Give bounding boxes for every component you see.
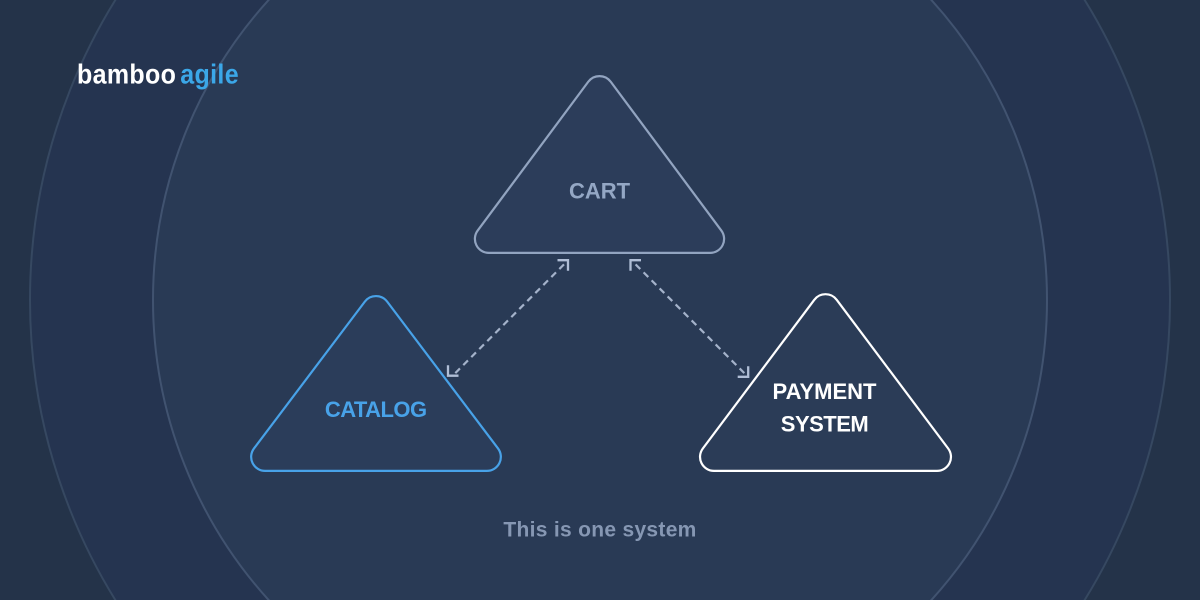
svg-text:PAYMENT: PAYMENT xyxy=(773,379,877,404)
svg-text:CATALOG: CATALOG xyxy=(325,397,427,422)
svg-text:This is one system: This is one system xyxy=(503,519,696,542)
svg-text:CART: CART xyxy=(569,179,631,204)
svg-text:SYSTEM: SYSTEM xyxy=(781,412,868,437)
